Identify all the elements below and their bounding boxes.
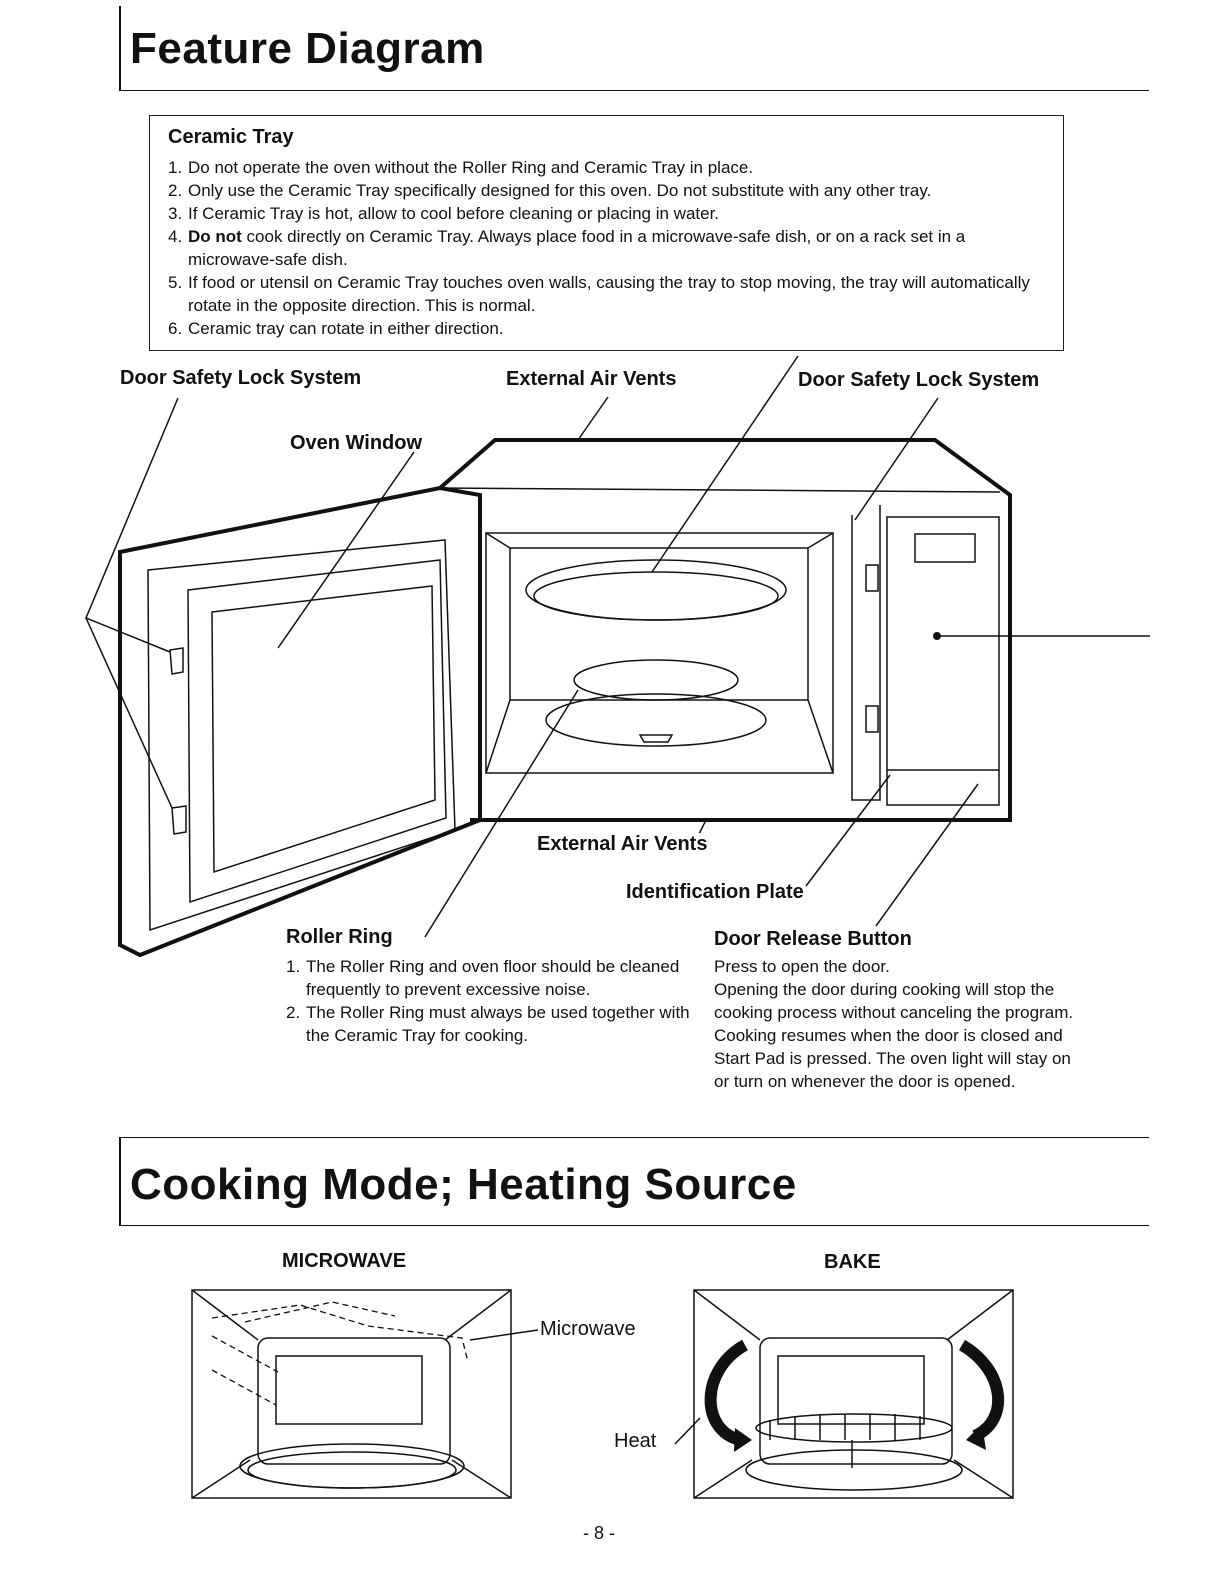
label-oven-window: Oven Window [290,432,423,454]
list-item: 2.The Roller Ring must always be used to… [286,1003,690,1045]
page-number: - 8 - [583,1523,616,1543]
display-window [914,533,976,563]
label-identification-plate: Identification Plate [626,881,804,903]
roller-ring [573,659,739,701]
heat-arrow-left [704,1339,749,1446]
list-item: 6.Ceramic tray can rotate in either dire… [168,319,504,338]
oven-body-outline [438,438,1012,822]
label-microwave-mode: MICROWAVE [282,1250,407,1272]
section-title-cooking-mode: Cooking Mode; Heating Source [130,1160,797,1209]
oven-window-glass [211,585,436,874]
list-item: 2.Only use the Ceramic Tray specifically… [168,181,932,200]
door-release-description: Opening the door during cooking will sto… [714,980,1074,1091]
roller-ring-list: 1.The Roller Ring and oven floor should … [286,955,696,1047]
control-panel [886,516,1000,806]
roller-ring-section: Roller Ring 1.The Roller Ring and oven f… [286,926,696,1047]
section2-underline [119,1225,1149,1226]
callout-microwave: Microwave [540,1318,636,1340]
list-item: 1.Do not operate the oven without the Ro… [168,158,754,177]
roller-ring-heading: Roller Ring [286,926,393,948]
section2-left-rule [119,1137,121,1225]
microwave-mode-box [191,1289,512,1499]
door-hook-bottom [171,805,187,835]
ceramic-tray-notice-box: Ceramic Tray 1.Do not operate the oven w… [149,115,1064,351]
label-door-safety-lock-right: Door Safety Lock System [798,369,1040,391]
label-bake-mode: BAKE [824,1251,881,1273]
bake-mode-box [693,1289,1014,1499]
list-item: 1.The Roller Ring and oven floor should … [286,957,680,999]
ceramic-tray-list: 1.Do not operate the oven without the Ro… [168,156,1053,340]
door-hook-top [169,647,184,675]
oven-door-outline [118,485,482,958]
label-external-air-vents-top: External Air Vents [506,368,677,390]
page-title: Feature Diagram [130,24,485,73]
label-external-air-vents-bottom: External Air Vents [537,833,708,856]
section2-top-rule [119,1137,1149,1138]
list-item: 3.If Ceramic Tray is hot, allow to cool … [168,204,720,223]
ceramic-tray-heading: Ceramic Tray [168,126,294,148]
label-door-safety-lock-left: Door Safety Lock System [120,367,362,389]
heat-arrow-right [958,1339,1005,1442]
title-underline [119,90,1149,91]
control-dot [933,632,941,640]
oven-cavity [485,532,834,774]
list-item: 5.If food or utensil on Ceramic Tray tou… [168,273,1030,315]
door-release-line: Press to open the door. [714,957,890,976]
title-bar-left-rule [119,6,121,90]
door-release-section: Door Release Button Press to open the do… [714,928,1084,1093]
callout-heat: Heat [614,1430,657,1452]
door-release-heading: Door Release Button [714,928,912,950]
oven-top-edge [439,487,1001,493]
list-item: 4.Do not cook directly on Ceramic Tray. … [168,227,966,269]
